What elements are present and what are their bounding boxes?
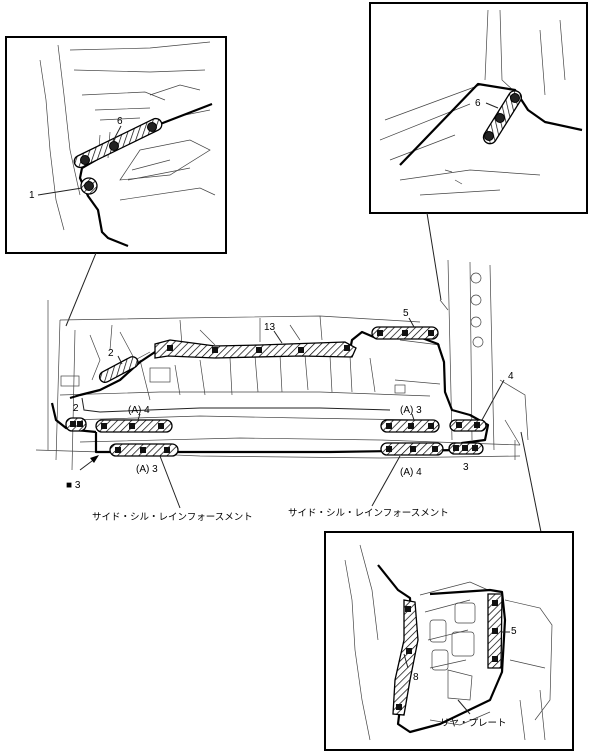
sealer-bar-4-right [449,419,487,432]
label-a3: (A) 3 [400,405,422,416]
caption-rear-plate: リヤ・プレート [440,718,507,729]
caption-side-sill-right: サイド・シル・レインフォースメント [288,508,449,519]
label-1: 1 [29,190,35,201]
inset-bottom-right-drawing: 5 8 リヤ・プレート [344,544,553,741]
label-6: 6 [475,98,481,109]
label-4: 4 [508,371,514,382]
inset-top-right-frame [369,2,588,214]
label-5: 5 [403,308,409,319]
main-body-view: 13 5 2 2 (A) 4 (A) 3 [35,259,529,523]
leader-line [426,212,442,301]
inset-top-left: 6 1 [5,36,227,254]
inset-bottom-right: 5 8 リヤ・プレート [324,531,574,751]
sealer-bar-2 [98,356,139,383]
label-8: 8 [413,672,419,683]
label-a3: (A) 3 [136,464,158,475]
label-13: 13 [264,322,276,333]
label-6: 6 [117,116,123,127]
leader-line [65,252,97,327]
label-a4: (A) 4 [128,405,150,416]
inset-top-right: 6 [369,2,588,214]
label-square-3: ■ 3 [66,480,81,491]
label-2: 2 [108,348,114,359]
label-a4: (A) 4 [400,467,422,478]
inset-top-right-drawing: 6 [379,9,583,196]
label-3: 3 [463,462,469,473]
label-2: 2 [73,403,79,414]
caption-side-sill-left: サイド・シル・レインフォースメント [92,512,253,523]
label-5: 5 [511,626,517,637]
sealer-bar-13 [154,339,357,359]
inset-top-left-drawing: 6 1 [29,41,216,248]
leader-line [520,431,542,533]
